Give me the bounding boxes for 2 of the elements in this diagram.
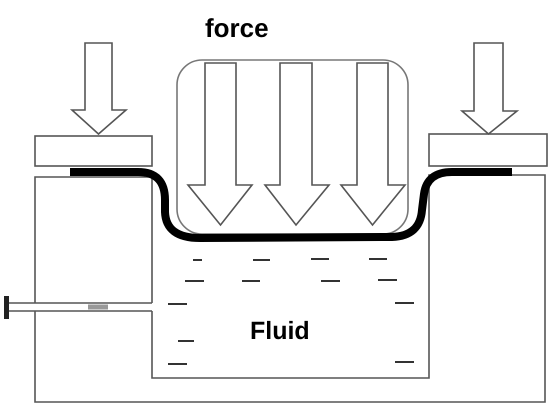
fluid-label: Fluid <box>250 319 310 344</box>
force-label: force <box>205 15 269 41</box>
